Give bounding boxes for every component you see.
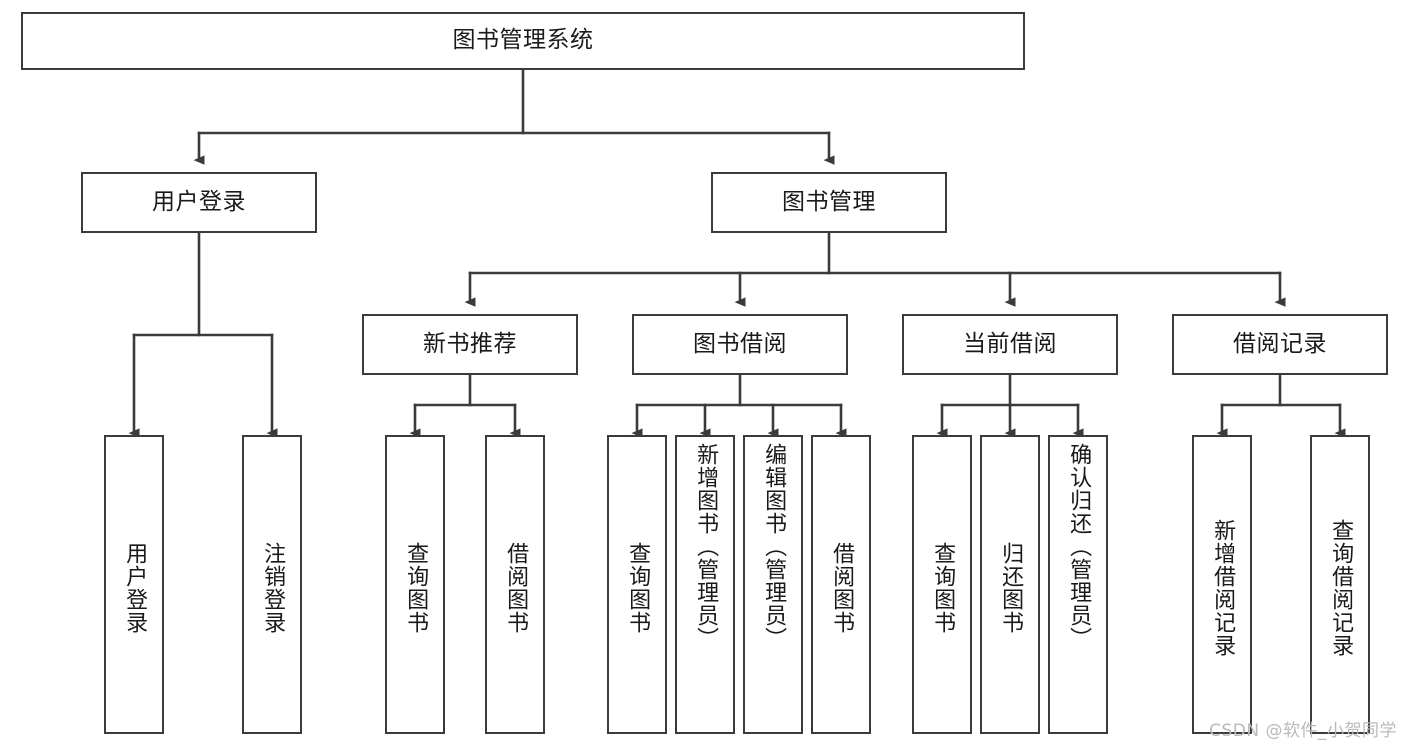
node-book-borrow[interactable]: 图书借阅 xyxy=(632,314,848,375)
node-label: 新书推荐 xyxy=(423,330,517,357)
leaf-current-borrow-query-book[interactable]: 查询图书 xyxy=(912,435,972,734)
node-label: 新增借阅记录 xyxy=(1210,518,1236,657)
node-label: 查询图书 xyxy=(625,541,651,634)
node-label: 编辑图书（管理员） xyxy=(761,443,787,650)
node-label: 新增图书（管理员） xyxy=(693,443,719,650)
node-label: 查询图书 xyxy=(930,541,956,634)
node-new-book-recommend[interactable]: 新书推荐 xyxy=(362,314,578,375)
node-borrow-records[interactable]: 借阅记录 xyxy=(1172,314,1388,375)
node-current-borrow[interactable]: 当前借阅 xyxy=(902,314,1118,375)
leaf-new-book-borrow-book[interactable]: 借阅图书 xyxy=(485,435,545,734)
node-label: 图书管理 xyxy=(782,188,876,215)
node-root-book-management-system[interactable]: 图书管理系统 xyxy=(21,12,1025,70)
leaf-book-borrow-edit-book-admin[interactable]: 编辑图书（管理员） xyxy=(743,435,803,734)
watermark-csdn: CSDN @软件_小贺同学 xyxy=(1209,721,1397,741)
node-label: 用户登录 xyxy=(152,188,246,215)
node-label: 当前借阅 xyxy=(963,330,1057,357)
node-label: 查询图书 xyxy=(403,541,429,634)
node-user-login[interactable]: 用户登录 xyxy=(81,172,317,233)
leaf-user-login-login[interactable]: 用户登录 xyxy=(104,435,164,734)
node-label: 图书借阅 xyxy=(693,330,787,357)
leaf-new-book-query-book[interactable]: 查询图书 xyxy=(385,435,445,734)
leaf-book-borrow-query-book[interactable]: 查询图书 xyxy=(607,435,667,734)
node-label: 借阅图书 xyxy=(503,541,529,634)
leaf-current-borrow-return-book[interactable]: 归还图书 xyxy=(980,435,1040,734)
node-label: 借阅图书 xyxy=(829,541,855,634)
leaf-book-borrow-add-book-admin[interactable]: 新增图书（管理员） xyxy=(675,435,735,734)
node-label: 借阅记录 xyxy=(1233,330,1327,357)
leaf-user-login-logout[interactable]: 注销登录 xyxy=(242,435,302,734)
leaf-book-borrow-borrow-book[interactable]: 借阅图书 xyxy=(811,435,871,734)
node-label: 归还图书 xyxy=(998,541,1024,634)
node-label: 确认归还（管理员） xyxy=(1066,443,1092,650)
node-label: 用户登录 xyxy=(122,541,148,634)
node-book-management[interactable]: 图书管理 xyxy=(711,172,947,233)
leaf-current-borrow-confirm-return-admin[interactable]: 确认归还（管理员） xyxy=(1048,435,1108,734)
node-label: 查询借阅记录 xyxy=(1328,518,1354,657)
node-label: 注销登录 xyxy=(260,541,286,634)
node-label: 图书管理系统 xyxy=(452,27,594,54)
leaf-borrow-records-add-record[interactable]: 新增借阅记录 xyxy=(1192,435,1252,734)
leaf-borrow-records-query-record[interactable]: 查询借阅记录 xyxy=(1310,435,1370,734)
